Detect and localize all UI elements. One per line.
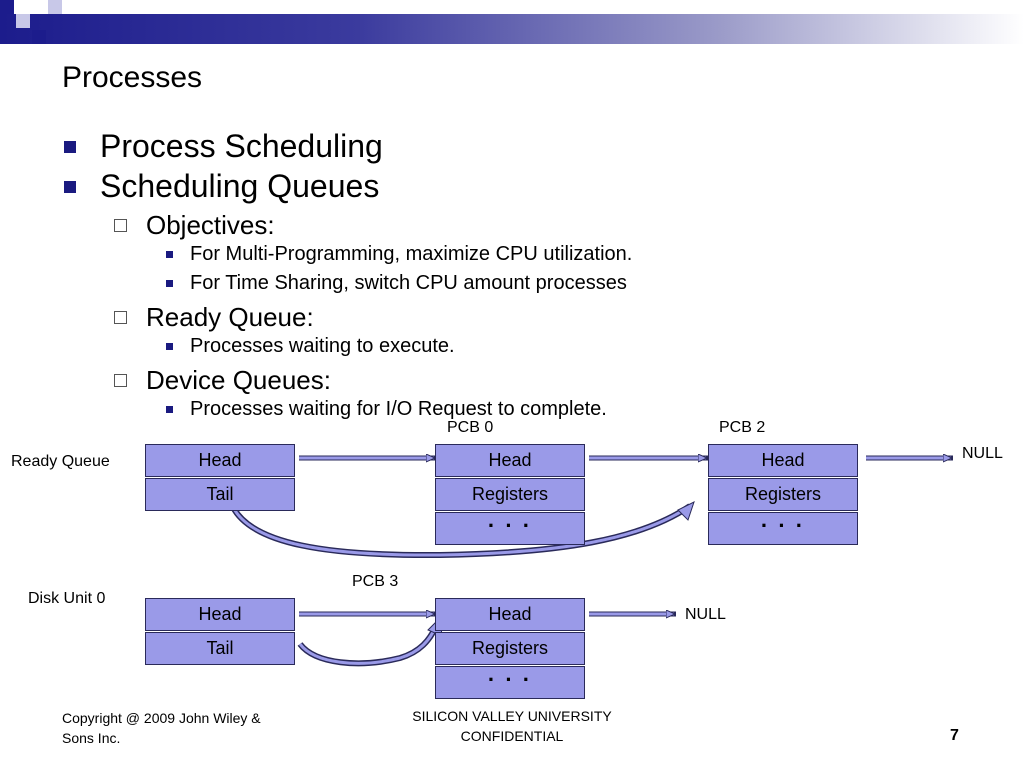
logo-square-navy <box>0 0 14 14</box>
bullet-ready-queue-desc: Processes waiting to execute. <box>62 332 632 361</box>
square-bullet-icon <box>64 141 76 153</box>
footer-copyright: Copyright @ 2009 John Wiley & Sons Inc. <box>62 710 261 746</box>
slide-title: Processes <box>62 61 203 94</box>
pcb0-more-cell: · · · <box>435 512 585 545</box>
logo-square-navy-2 <box>32 30 46 44</box>
ready-queue-tail-cell: Tail <box>145 478 295 511</box>
small-square-bullet-icon <box>166 251 173 258</box>
pcb3-head-cell: Head <box>435 598 585 631</box>
small-square-bullet-icon <box>166 343 173 350</box>
pcb3-title: PCB 3 <box>352 573 399 590</box>
ready-queue-label: Ready Queue <box>11 453 110 470</box>
bullet-objective-2: For Time Sharing, switch CPU amount proc… <box>62 269 632 298</box>
square-bullet-icon <box>64 181 76 193</box>
arrow-ready-tail-to-pcb2 <box>229 501 695 559</box>
pcb0-head-cell: Head <box>435 444 585 477</box>
hollow-square-bullet-icon <box>114 374 127 387</box>
disk-unit-tail-cell: Tail <box>145 632 295 665</box>
bullet-objectives: Objectives: <box>62 210 632 240</box>
pcb3-more-cell: · · · <box>435 666 585 699</box>
pcb2-registers-cell: Registers <box>708 478 858 511</box>
page-number: 7 <box>950 727 959 744</box>
pcb2-head-cell: Head <box>708 444 858 477</box>
logo-square-light-2 <box>48 0 62 14</box>
pcb2-more-cell: · · · <box>708 512 858 545</box>
ready-queue-null-label: NULL <box>962 445 1003 462</box>
bullet-scheduling-queues: Scheduling Queues <box>62 166 632 206</box>
header-gradient-bar <box>0 14 1024 44</box>
small-square-bullet-icon <box>166 406 173 413</box>
hollow-square-bullet-icon <box>114 311 127 324</box>
pcb0-registers-cell: Registers <box>435 478 585 511</box>
arrow-disk-tail-to-pcb3 <box>297 616 443 667</box>
small-square-bullet-icon <box>166 280 173 287</box>
ready-queue-head-cell: Head <box>145 444 295 477</box>
bullet-device-queues-desc: Processes waiting for I/O Request to com… <box>62 395 632 424</box>
pcb3-registers-cell: Registers <box>435 632 585 665</box>
footer-confidential: SILICON VALLEY UNIVERSITY CONFIDENTIAL <box>412 708 612 744</box>
pcb2-title: PCB 2 <box>719 419 766 436</box>
disk-unit-label: Disk Unit 0 <box>28 590 106 607</box>
logo-square-light <box>16 14 30 28</box>
disk-unit-head-cell: Head <box>145 598 295 631</box>
disk-unit-null-label: NULL <box>685 606 726 623</box>
bullet-objective-1: For Multi-Programming, maximize CPU util… <box>62 240 632 269</box>
bullet-device-queues: Device Queues: <box>62 365 632 395</box>
bullet-process-scheduling: Process Scheduling <box>62 126 632 166</box>
bullet-list: Process Scheduling Scheduling Queues Obj… <box>62 126 632 424</box>
pcb0-title: PCB 0 <box>447 419 494 436</box>
hollow-square-bullet-icon <box>114 219 127 232</box>
bullet-ready-queue: Ready Queue: <box>62 302 632 332</box>
